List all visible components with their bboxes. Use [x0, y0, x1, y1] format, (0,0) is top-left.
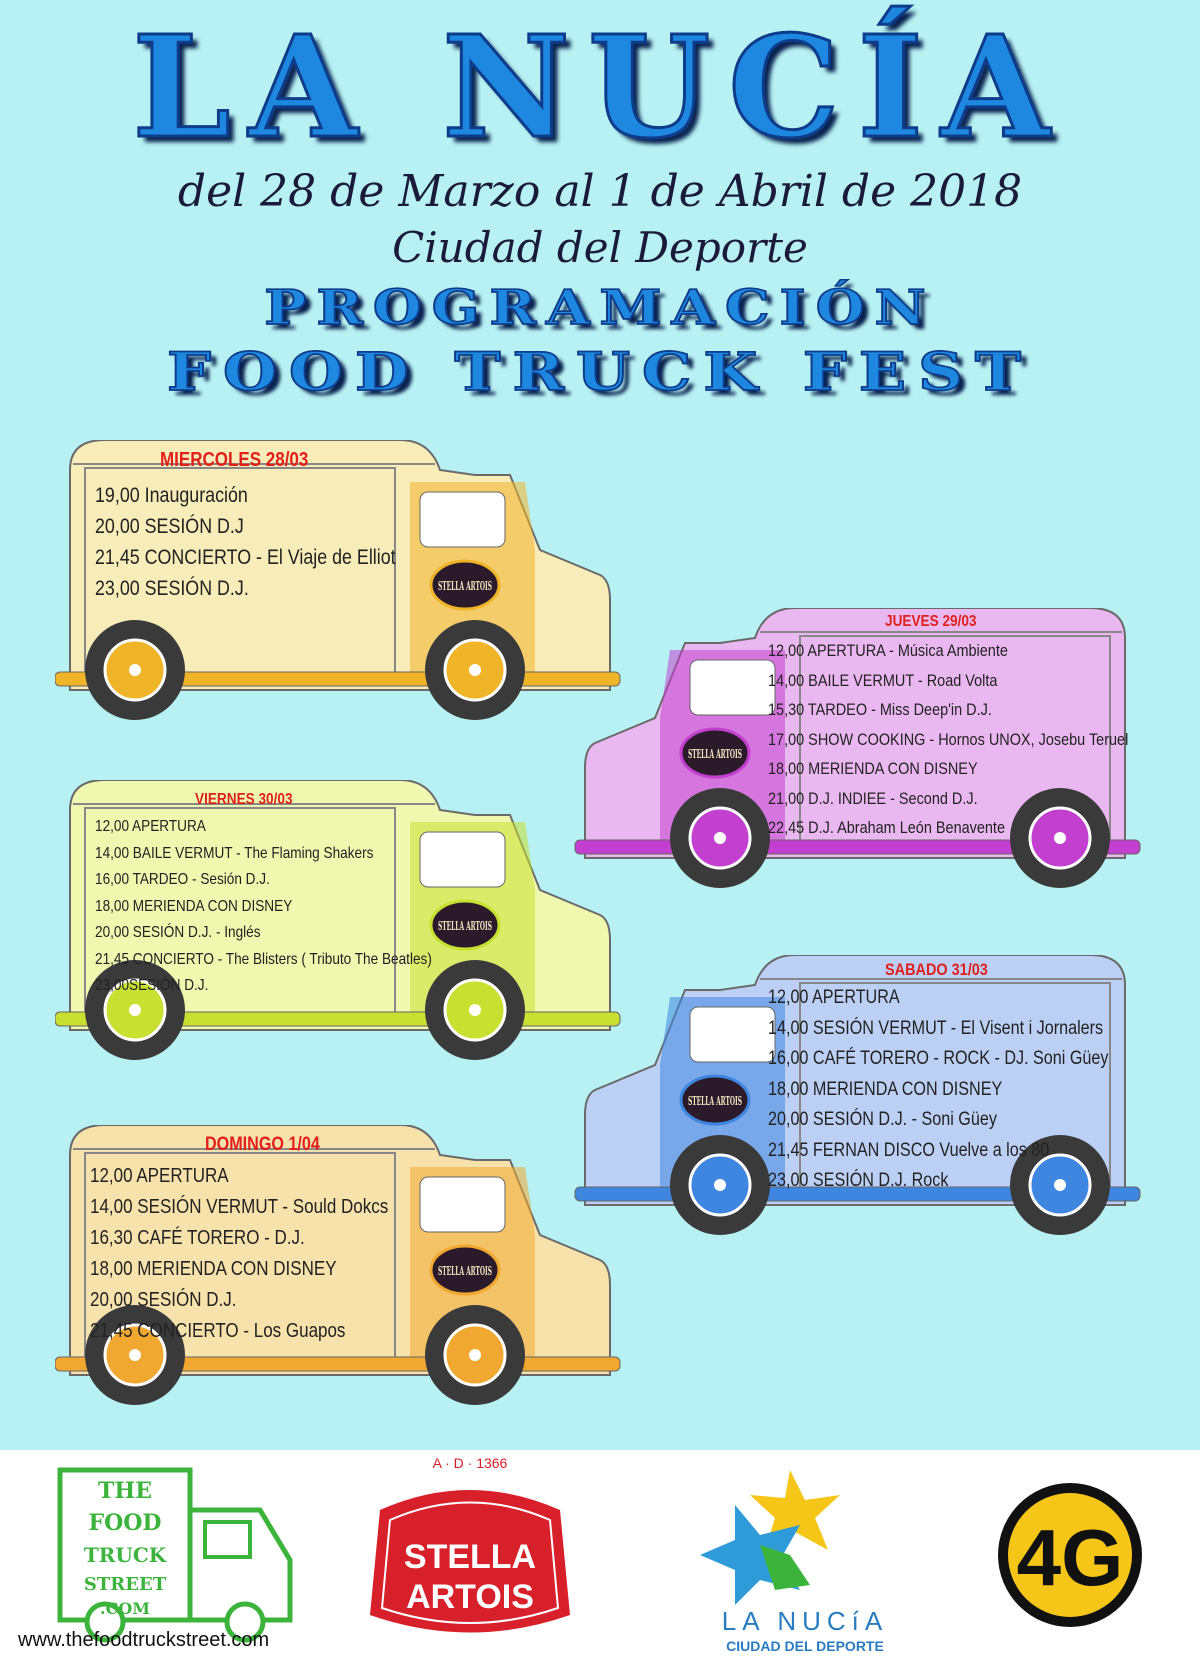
- poster-title: LA NUCÍA: [131, 6, 1068, 170]
- truck-illustration: STELLA ARTOIS: [55, 780, 621, 1060]
- day-header: DOMINGO 1/04: [205, 1134, 320, 1155]
- schedule-item: 16,30 CAFÉ TORERO - D.J.: [90, 1227, 305, 1249]
- schedule-item: 20,00 SESIÓN D.J. - Inglés: [95, 924, 261, 941]
- schedule-item: 18,00 MERIENDA CON DISNEY: [768, 1078, 1003, 1100]
- stella-badge-icon: [679, 727, 751, 779]
- schedule-item: 21,45 FERNAN DISCO Vuelve a los 80: [768, 1139, 1050, 1161]
- schedule-item: 12,00 APERTURA: [768, 987, 900, 1008]
- svg-text:THE: THE: [98, 1478, 152, 1504]
- wheel-center: [714, 832, 726, 844]
- wheel-center: [129, 1349, 141, 1361]
- truck-window: [419, 491, 506, 548]
- schedule-item: 12,00 APERTURA: [95, 818, 206, 835]
- truck-body-group: STELLA ARTOIS: [55, 440, 621, 720]
- truck-body-group: STELLA ARTOIS: [574, 955, 1141, 1235]
- svg-text:.COM: .COM: [100, 1599, 150, 1618]
- svg-text:STREET: STREET: [84, 1574, 167, 1595]
- truck-illustration: STELLA ARTOIS: [574, 608, 1141, 888]
- schedule-item: 23,00 SESIÓN D.J. Rock: [768, 1170, 949, 1191]
- truck-body-group: STELLA ARTOIS: [55, 780, 621, 1060]
- stella-badge-text: STELLA ARTOIS: [438, 579, 492, 593]
- schedule-item: 20,00 SESIÓN D.J: [95, 515, 244, 538]
- day-header: MIERCOLES 28/03: [160, 449, 309, 471]
- svg-text:FOOD: FOOD: [88, 1510, 161, 1536]
- event-venue: Ciudad del Deporte: [392, 223, 808, 272]
- la-nucia-logo: LA NUCíA CIUDAD DEL DEPORTE: [700, 1470, 889, 1654]
- schedule-item: 16,00 CAFÉ TORERO - ROCK - DJ. Soni Güey: [768, 1048, 1109, 1069]
- wheel-center: [1054, 832, 1066, 844]
- schedule-list: 12,00 APERTURA 14,00 SESIÓN VERMUT - El V…: [768, 983, 1108, 1197]
- svg-text:STELLA: STELLA: [404, 1538, 536, 1576]
- schedule-item: 15,30 TARDEO - Miss Deep'in D.J.: [768, 700, 992, 719]
- wheel-center: [129, 664, 141, 676]
- schedule-item: 17,00 SHOW COOKING - Hornos UNOX, Josebu…: [768, 729, 1129, 749]
- schedule-item: 23,00SESIÓN D.J.: [95, 977, 209, 994]
- schedule-item: 12,00 APERTURA: [90, 1165, 229, 1187]
- stella-badge-icon: [429, 1244, 501, 1296]
- svg-text:4G: 4G: [1017, 1513, 1124, 1602]
- schedule-item: 20,00 SESIÓN D.J. - Soni Güey: [768, 1109, 997, 1130]
- stella-badge-icon: [679, 1074, 751, 1126]
- stella-badge-icon: [429, 559, 501, 611]
- schedule-item: 19,00 Inauguración: [95, 484, 248, 507]
- day-header: JUEVES 29/03: [885, 613, 977, 630]
- schedule-list: 12,00 APERTURA 14,00 SESIÓN VERMUT - Soul…: [90, 1161, 388, 1347]
- truck-window: [689, 1006, 776, 1063]
- wheel-center: [469, 664, 481, 676]
- truck-body-group: STELLA ARTOIS: [55, 1125, 621, 1405]
- wheel-center: [469, 1349, 481, 1361]
- truck-window: [689, 659, 776, 716]
- stella-badge-icon: [429, 899, 501, 951]
- truck-body-group: STELLA ARTOIS: [574, 608, 1141, 888]
- svg-text:A · D · 1366: A · D · 1366: [433, 1455, 508, 1471]
- wheel-center: [1054, 1179, 1066, 1191]
- wheel-center: [714, 1179, 726, 1191]
- stella-badge-text: STELLA ARTOIS: [688, 747, 742, 761]
- schedule-item: 14,00 SESIÓN VERMUT - El Visent i Jornal…: [768, 1017, 1104, 1039]
- svg-text:LA NUCíA: LA NUCíA: [722, 1606, 889, 1636]
- truck-illustration: STELLA ARTOIS: [55, 1125, 621, 1405]
- truck-window: [419, 831, 506, 888]
- truck-window: [419, 1176, 506, 1233]
- schedule-list: 12,00 APERTURA 14,00 BAILE VERMUT - The F…: [95, 814, 432, 1000]
- schedule-item: 23,00 SESIÓN D.J.: [95, 577, 249, 600]
- event-dates: del 28 de Marzo al 1 de Abril de 2018: [177, 166, 1023, 217]
- schedule-item: 20,00 SESIÓN D.J.: [90, 1289, 237, 1311]
- stella-badge-text: STELLA ARTOIS: [438, 919, 492, 933]
- schedule-item: 18,00 MERIENDA CON DISNEY: [95, 897, 293, 915]
- 4g-logo: 4G: [998, 1483, 1142, 1627]
- truck-illustration: STELLA ARTOIS: [574, 955, 1141, 1235]
- day-header: SABADO 31/03: [885, 960, 988, 979]
- wheel-center: [469, 1004, 481, 1016]
- heading-programacion: PROGRAMACIÓN: [263, 279, 936, 337]
- schedule-item: 21,45 CONCIERTO - The Blisters ( Tributo…: [95, 950, 432, 968]
- heading-food-truck-fest: FOOD TRUCK FEST: [166, 340, 1034, 403]
- schedule-list: 12,00 APERTURA - Música Ambiente 14,00 BA…: [768, 636, 1128, 843]
- stella-badge-text: STELLA ARTOIS: [438, 1264, 492, 1278]
- truck-illustration: STELLA ARTOIS: [55, 440, 621, 720]
- schedule-item: 14,00 SESIÓN VERMUT - Sould Dokcs: [90, 1196, 389, 1218]
- schedule-item: 14,00 BAILE VERMUT - The Flaming Shakers: [95, 844, 374, 862]
- sponsor-footer: THE FOOD TRUCK STREET .COM STELLA ARTOIS…: [0, 1450, 1200, 1656]
- schedule-item: 18,00 MERIENDA CON DISNEY: [768, 759, 978, 778]
- schedule-list: 19,00 Inauguración 20,00 SESIÓN D.J 21,45 …: [95, 480, 396, 604]
- svg-text:CIUDAD DEL DEPORTE: CIUDAD DEL DEPORTE: [726, 1638, 884, 1654]
- wheel-center: [129, 1004, 141, 1016]
- schedule-item: 21,45 CONCIERTO - El Viaje de Elliot: [95, 546, 396, 569]
- svg-text:TRUCK: TRUCK: [84, 1543, 167, 1567]
- schedule-item: 21,45 CONCIERTO - Los Guapos: [90, 1320, 346, 1342]
- schedule-item: 21,00 D.J. INDIEE - Second D.J.: [768, 788, 978, 808]
- day-header: VIERNES 30/03: [195, 791, 293, 808]
- stella-artois-logo: STELLA ARTOIS A · D · 1366: [370, 1455, 570, 1633]
- schedule-item: 12,00 APERTURA - Música Ambiente: [768, 641, 1008, 660]
- food-truck-street-logo: THE FOOD TRUCK STREET .COM: [57, 1467, 293, 1643]
- schedule-item: 14,00 BAILE VERMUT - Road Volta: [768, 670, 998, 690]
- stella-badge-text: STELLA ARTOIS: [688, 1094, 742, 1108]
- website-url[interactable]: www.thefoodtruckstreet.com: [18, 1629, 270, 1651]
- svg-text:ARTOIS: ARTOIS: [406, 1578, 534, 1616]
- sponsor-logos: THE FOOD TRUCK STREET .COM STELLA ARTOIS…: [57, 1455, 1142, 1654]
- schedule-item: 18,00 MERIENDA CON DISNEY: [90, 1258, 337, 1280]
- schedule-item: 16,00 TARDEO - Sesión D.J.: [95, 871, 270, 888]
- schedule-item: 22,45 D.J. Abraham León Benavente: [768, 818, 1005, 837]
